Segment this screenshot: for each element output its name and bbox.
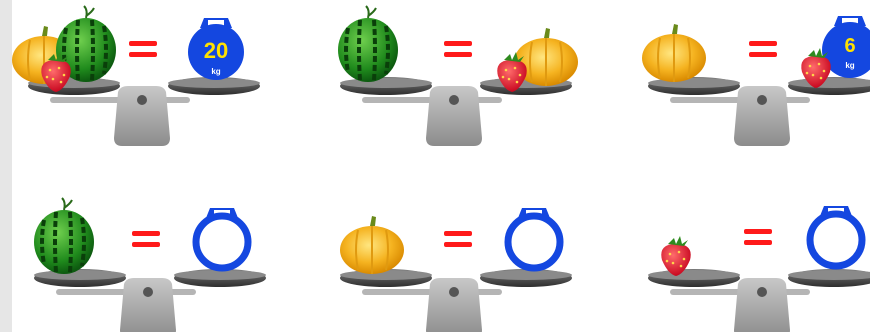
empty-weight-icon[interactable] bbox=[508, 208, 560, 268]
pumpkin-icon bbox=[339, 215, 405, 275]
scale-4 bbox=[32, 196, 266, 332]
left-border-strip bbox=[0, 0, 12, 332]
equals-icon bbox=[749, 41, 777, 57]
weight-unit: kg bbox=[211, 67, 220, 76]
pumpkin-icon bbox=[641, 23, 707, 83]
equals-icon bbox=[444, 231, 472, 247]
empty-weight-icon[interactable] bbox=[810, 206, 862, 266]
scale-1: 20 kg bbox=[11, 4, 260, 146]
scale-6 bbox=[648, 206, 870, 332]
weight-value: 6 bbox=[844, 35, 855, 57]
scale-3: 6 kg bbox=[641, 16, 870, 146]
equals-icon bbox=[129, 41, 157, 57]
equals-icon bbox=[132, 231, 160, 247]
weight-unit: kg bbox=[845, 61, 854, 70]
scale-5 bbox=[339, 208, 572, 332]
weight-value: 20 bbox=[204, 38, 228, 63]
watermelon-icon bbox=[336, 4, 400, 84]
watermelon-icon bbox=[32, 196, 96, 276]
equals-icon bbox=[744, 229, 772, 245]
empty-weight-icon[interactable] bbox=[196, 208, 248, 268]
scale-2 bbox=[336, 4, 579, 146]
equals-icon bbox=[444, 41, 472, 57]
